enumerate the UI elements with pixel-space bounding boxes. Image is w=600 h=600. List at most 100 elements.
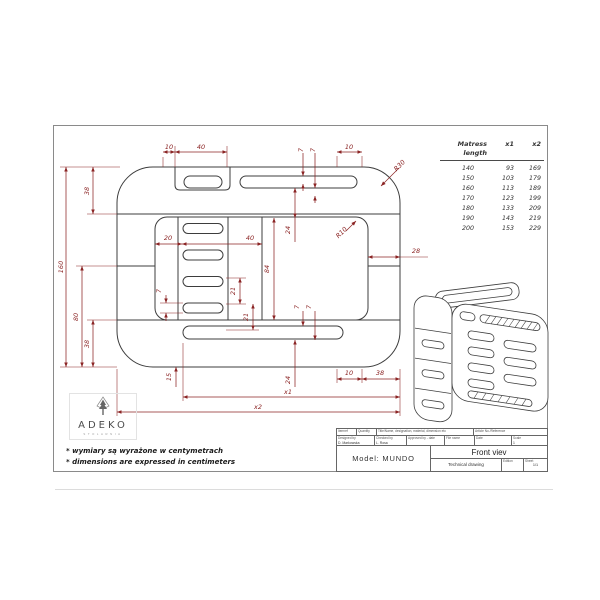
- table-cell: 140: [461, 165, 474, 172]
- sheet-value: 1/1: [532, 463, 539, 468]
- dim-label: 40: [197, 143, 205, 151]
- bed-3d-right-panel: [451, 303, 549, 412]
- title-name-label: Title/Name, designation, material, dimen…: [378, 429, 446, 433]
- sheet-border: [53, 125, 548, 472]
- sheet-cell: Sheet 1/1: [524, 459, 547, 471]
- sheet-label: Sheet: [525, 459, 534, 463]
- table-cell: 170: [461, 195, 474, 202]
- table-cell: 229: [528, 225, 541, 232]
- table-cell: 123: [501, 195, 514, 202]
- doc-type: Technical drawing: [448, 462, 484, 467]
- dim-label: 28: [412, 247, 420, 255]
- titleblock-title-cell: Title/Name, designation, material, dimen…: [377, 429, 474, 436]
- table-row: 160 113 189: [440, 184, 544, 194]
- footnote-polish: * wymiary są wyrażone w centymetrach: [66, 447, 223, 455]
- checked-by-value: L. Rosa: [376, 441, 388, 446]
- table-cell: 200: [461, 225, 474, 232]
- dim-label: 24: [284, 376, 292, 384]
- table-cell: 190: [461, 215, 474, 222]
- dim-label: 21: [242, 313, 250, 321]
- dim-label: 10: [345, 369, 353, 377]
- table-cell: 189: [528, 185, 541, 192]
- dim-label: 80: [72, 313, 80, 321]
- designed-by-label: Designed by: [338, 436, 356, 440]
- table-cell: 169: [528, 165, 541, 172]
- table-cell: 143: [501, 215, 514, 222]
- dim-label: 7: [309, 147, 317, 152]
- titleblock-date-cell: Date: [475, 436, 512, 446]
- titleblock-checked-cell: Checked by L. Rosa: [375, 436, 407, 446]
- model-name: Model: MUNDO: [352, 454, 415, 463]
- table-row: 200 153 229: [440, 224, 544, 234]
- dim-label: 24: [284, 226, 292, 234]
- table-cell: 209: [528, 205, 541, 212]
- table-header-row: Matress length x1 x2: [440, 140, 544, 158]
- dim-label: 7: [155, 288, 163, 293]
- title-block: Itemref Quantity Title/Name, designation…: [336, 428, 548, 472]
- dim-label: 7: [305, 304, 313, 309]
- titleblock-scale-cell: Scale 1: [512, 436, 547, 446]
- dim-label: 160: [57, 261, 65, 273]
- table-cell: 113: [501, 185, 514, 192]
- extension-lines: [60, 146, 428, 416]
- file-name-label: File name: [446, 436, 460, 440]
- dim-label: 38: [83, 187, 91, 195]
- dim-label: 10: [345, 143, 353, 151]
- titleblock-approved-cell: Approved by - date: [407, 436, 445, 446]
- fir-tree-icon: [96, 396, 110, 415]
- table-cell: 160: [461, 185, 474, 192]
- edition-cell: Edition: [501, 459, 524, 471]
- scale-value: 1: [513, 441, 515, 446]
- titleblock-itemref-cell: Itemref: [337, 429, 357, 436]
- table-header-matress-length: Matress length: [457, 140, 487, 157]
- table-cell: 153: [501, 225, 514, 232]
- table-cell: 219: [528, 215, 541, 222]
- dim-label: R30: [392, 158, 407, 173]
- table-cell: 179: [528, 175, 541, 182]
- dim-label: 7: [293, 304, 301, 309]
- dim-label: R10: [334, 225, 349, 240]
- dim-label: 38: [83, 340, 91, 348]
- dim-label: 15: [165, 373, 173, 381]
- table-header-x1: x1: [505, 140, 514, 148]
- table-cell: 103: [501, 175, 514, 182]
- dim-label: 21: [229, 287, 237, 295]
- table-header-x2: x2: [532, 140, 541, 148]
- quantity-label: Quantity: [358, 429, 370, 433]
- adeko-logo: ADEKO STOLARNIA: [69, 393, 137, 440]
- bed-3d-left-panel: [413, 295, 453, 423]
- table-header-rule: [440, 160, 544, 161]
- checked-by-label: Checked by: [376, 436, 393, 440]
- itemref-label: Itemref: [338, 429, 348, 433]
- dim-label: 20: [164, 234, 172, 242]
- approved-by-label: Approved by - date: [408, 436, 435, 440]
- scale-label: Scale: [513, 436, 521, 440]
- radius-leader-r30: [380, 167, 400, 187]
- table-row: 170 123 199: [440, 194, 544, 204]
- titleblock-quantity-cell: Quantity: [357, 429, 377, 436]
- front-view-slots: [182, 175, 358, 340]
- dim-label: 38: [376, 369, 384, 377]
- table-cell: 133: [501, 205, 514, 212]
- bed-3d-view: [413, 282, 549, 423]
- table-cell: 150: [461, 175, 474, 182]
- table-cell: 199: [528, 195, 541, 202]
- doc-type-cell: Technical drawing: [431, 459, 501, 471]
- dim-label: 84: [263, 265, 271, 273]
- model-name-cell: Model: MUNDO: [337, 446, 431, 471]
- article-no-label: Article No./Reference: [475, 429, 506, 433]
- designed-by-value: D. Markowska: [338, 441, 360, 446]
- dim-label: 10: [165, 143, 173, 151]
- titleblock-article-cell: Article No./Reference: [474, 429, 547, 436]
- table-row: 190 143 219: [440, 214, 544, 224]
- view-title: Front viev: [471, 448, 507, 457]
- logo-brand-text: ADEKO: [78, 420, 128, 431]
- dim-label: 7: [297, 147, 305, 152]
- date-label: Date: [476, 436, 483, 440]
